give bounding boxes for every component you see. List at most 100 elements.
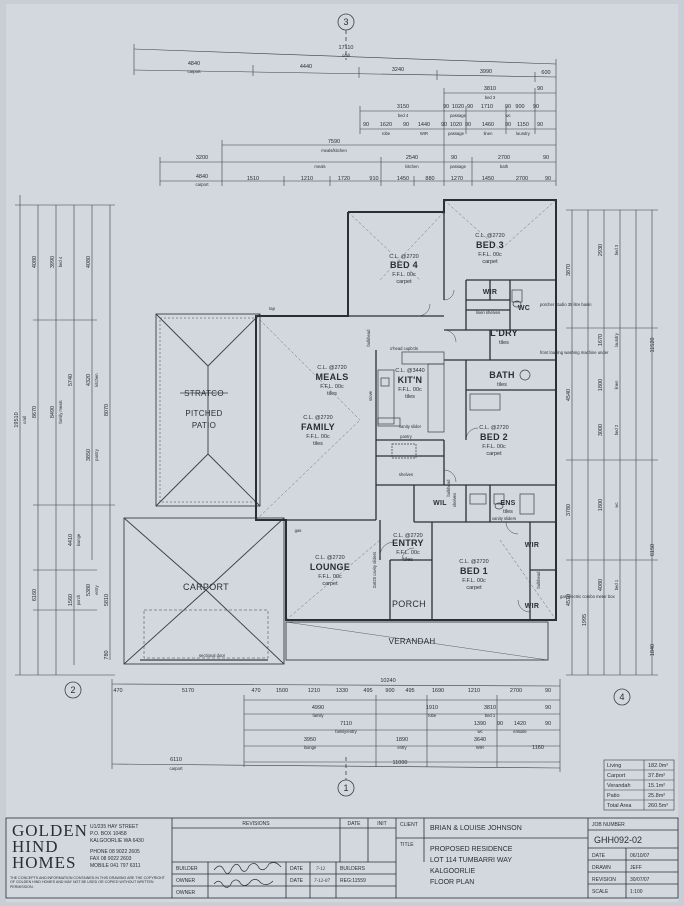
room-wc: WC [518, 305, 530, 312]
company-name-line2: HIND [12, 837, 59, 856]
room-name: WIR [525, 603, 540, 610]
dim-value: 1020 [450, 122, 462, 128]
dim-label: wc [505, 113, 510, 118]
room-bed2: BED 2 C.L. @2720 F.F.L. 00c carpet [479, 425, 508, 457]
grid-marker-bottom: 1 [343, 783, 348, 793]
room-finish: carpet [482, 259, 498, 265]
kitchen-fixtures [377, 351, 445, 459]
dim-value: 3240 [392, 67, 404, 73]
room-ldry: L'DRY tiles [490, 328, 518, 346]
room-ens: ENS tiles [500, 500, 515, 515]
dim-value: 1840 [650, 644, 656, 656]
room-finish: tiles [327, 391, 337, 397]
dim-value: 1995 [582, 614, 588, 626]
dim-value: 780 [104, 650, 110, 659]
note-linen-shelves: linen shelves [476, 310, 500, 315]
dim-value: 90 [537, 122, 543, 128]
dim-value: 470 [113, 688, 122, 694]
top-dim-row6: 3200 2540 90 2700 90 meals kitchen passa… [196, 155, 549, 169]
dim-value: 900 [385, 688, 394, 694]
right-dim-overall: 11520 [650, 338, 656, 353]
dim-value: 3850 [86, 449, 92, 461]
dim-label: WIR [476, 745, 484, 750]
right-dimension-lines [566, 209, 658, 676]
left-dim-col2: 4080 8670 6160 [32, 256, 38, 601]
door-swings [379, 289, 531, 613]
dim-value: 3810 [484, 705, 496, 711]
dim-value: 4840 [188, 61, 200, 67]
dim-value: 1440 [418, 122, 430, 128]
note-meter-box: gas/electric combo meter box [560, 594, 616, 599]
dim-value: 3780 [566, 504, 572, 516]
room-entry: ENTRY C.L. @2720 F.F.L. 00c tiles [392, 533, 423, 563]
left-dim-col3: 3990 bed 4 8490 family meals 4410 lounge… [50, 256, 81, 606]
room-wir3: WIR [525, 603, 540, 610]
top-dimension-ticks [133, 44, 557, 186]
dim-value: 1020 [452, 104, 464, 110]
patio-label-line2: PITCHED [185, 409, 222, 418]
dim-label: lounge [76, 533, 81, 546]
dim-label: bed 2 [614, 424, 619, 435]
dim-value: 1720 [338, 176, 350, 182]
note-bulkhead-3: bulkhead [536, 571, 541, 589]
dim-value: 90 [545, 721, 551, 727]
dim-label: pantry [94, 448, 99, 461]
dim-value: 1150 [517, 122, 529, 128]
room-ceiling: C.L. @2720 [315, 555, 344, 561]
meta-label: SCALE [592, 889, 609, 895]
title-line: PROPOSED RESIDENCE [430, 846, 513, 853]
dim-label: bed 3 [614, 244, 619, 255]
dim-value: 1560 [68, 594, 74, 606]
areas-rows: Living 182.0m² Carport 37.8m² Verandah 1… [607, 763, 668, 809]
builders-label: BUILDERS [340, 866, 366, 872]
job-number-label: JOB NUMBER [592, 822, 625, 828]
grid-marker-left: 2 [70, 685, 75, 695]
dim-label: robe [382, 131, 391, 136]
grid-marker-right: 4 [619, 692, 624, 702]
room-name: WIR [525, 542, 540, 549]
dim-value: 5170 [182, 688, 194, 694]
company-logo: GOLDEN HIND HOMES [12, 821, 87, 872]
house-roof-lines [255, 199, 557, 621]
room-name: BED 4 [390, 260, 418, 270]
dim-label: bed 1 [614, 579, 619, 590]
revisions-header: REVISIONS [242, 821, 270, 827]
room-bed4: BED 4 C.L. @2720 F.F.L. 00c carpet [389, 254, 418, 285]
top-dim-row3: 3150 90 1020 90 1710 90 900 90 bed 4 pas… [397, 104, 539, 118]
dim-label: bed 1 [485, 713, 496, 718]
dim-value: 1620 [380, 122, 392, 128]
dim-value: 600 [541, 70, 550, 76]
room-porch: PORCH [392, 599, 426, 609]
dim-value: 1670 [598, 334, 604, 346]
carport [123, 517, 285, 665]
note-washing-machine: front loading washing machine under [540, 350, 609, 355]
room-finish: tiles [503, 509, 513, 515]
dim-value: 910 [369, 176, 378, 182]
dim-value: 3200 [196, 155, 208, 161]
room-bed3: BED 3 C.L. @2720 F.F.L. 00c carpet [475, 233, 504, 265]
dim-value: 1330 [336, 688, 348, 694]
address-line: KALGOORLIE WA 6430 [90, 838, 144, 844]
room-finish: tiles [403, 557, 413, 563]
dim-value: 4510 [566, 594, 572, 606]
top-dim-overall: 17110 [339, 45, 354, 51]
dim-value: 2540 [406, 155, 418, 161]
dim-value: 3950 [304, 737, 316, 743]
dim-label: passage [448, 131, 465, 136]
room-finish: tiles [313, 441, 323, 447]
dim-value: 1690 [432, 688, 444, 694]
meta-label: REVISION [592, 877, 616, 883]
dim-value: 4080 [86, 256, 92, 268]
note-vanity-sliders: vanity sliders [492, 516, 516, 521]
dim-value: 1800 [598, 499, 604, 511]
left-dim-col5: 4320 kitchen 4080 [86, 256, 99, 387]
bottom-dim-row4: 7110 family/entry 1390 wc 90 1420 ensuit… [335, 721, 551, 734]
dim-value: 1890 [396, 737, 408, 743]
dim-value: 2700 [510, 688, 522, 694]
dim-value: 4990 [312, 705, 324, 711]
dim-value: 6160 [32, 589, 38, 601]
room-floor-level: F.F.L. 00c [478, 252, 502, 258]
dim-value: 5810 [104, 594, 110, 606]
dim-value: 6150 [650, 544, 656, 556]
title-label: TITLE [400, 842, 414, 848]
